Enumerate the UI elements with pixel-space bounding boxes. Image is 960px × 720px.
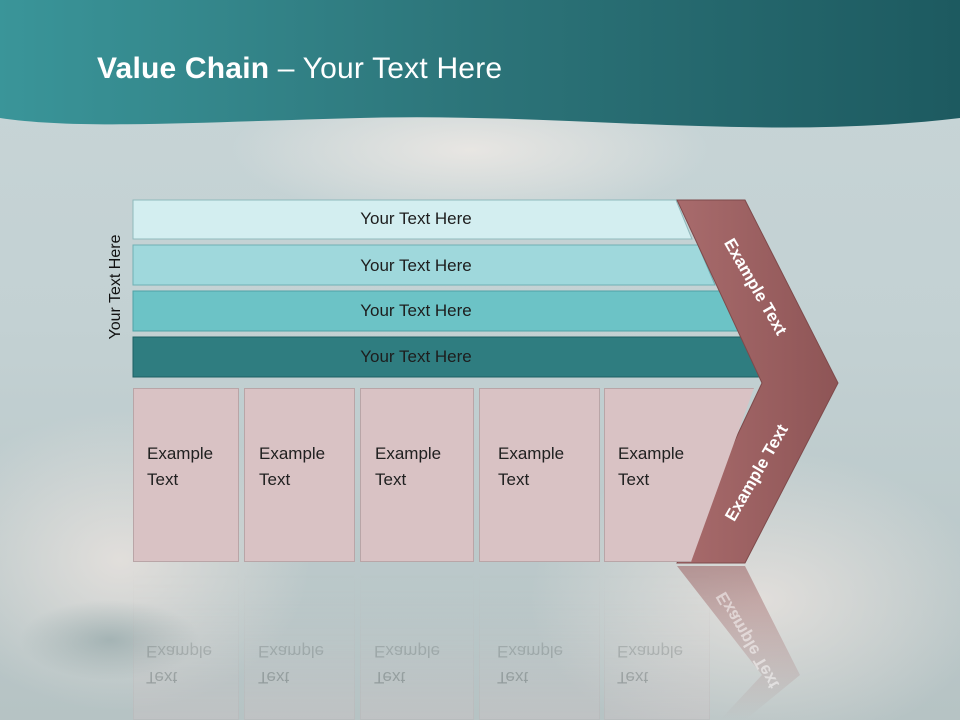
row-band-1 xyxy=(132,199,693,240)
chevron-arrow xyxy=(676,199,839,564)
row-label-2: Your Text Here xyxy=(360,256,472,275)
slide-title: Value Chain – Your Text Here xyxy=(97,52,502,86)
title-bold: Value Chain xyxy=(97,52,270,85)
row-label-1: Your Text Here xyxy=(360,209,472,228)
row-band-2 xyxy=(132,244,716,286)
chevron-reflection xyxy=(677,566,800,720)
row-label-3: Your Text Here xyxy=(360,301,472,320)
row-label-4: Your Text Here xyxy=(360,347,472,366)
title-rest: – Your Text Here xyxy=(269,52,503,85)
